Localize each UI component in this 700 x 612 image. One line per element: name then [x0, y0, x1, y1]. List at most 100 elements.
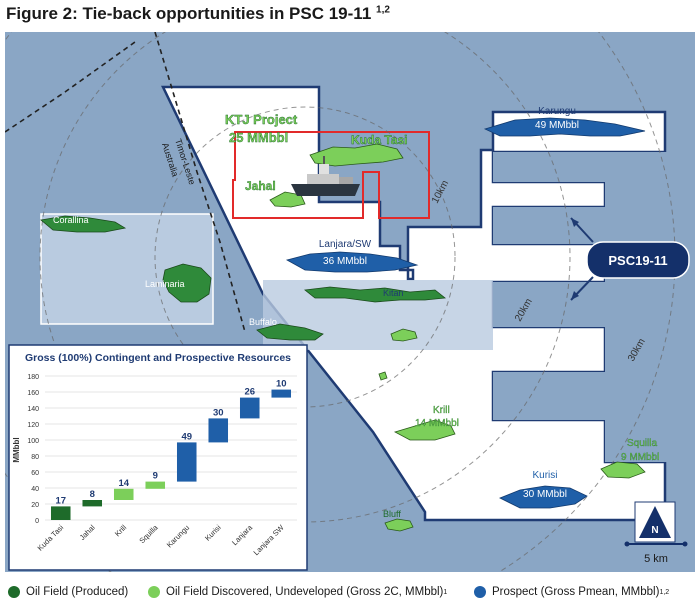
chart-value-label: 17: [55, 495, 66, 506]
label-karungu-value: 49 MMbbl: [535, 120, 579, 131]
legend-sup-oil-discovered: 1: [443, 588, 448, 596]
label-kuda-tasi: Kuda Tasi: [351, 133, 407, 147]
sea-notch-2: [605, 182, 670, 462]
chart-value-label: 30: [213, 407, 224, 418]
figure-title: Figure 2: Tie-back opportunities in PSC …: [6, 4, 390, 24]
ktj-project-outline[interactable]: [232, 131, 430, 219]
field-kitan[interactable]: [304, 286, 447, 303]
prospect-kurisi[interactable]: [499, 485, 588, 509]
legend-label-oil-produced: Oil Field (Produced): [26, 586, 129, 598]
north-arrow-icon: [639, 506, 671, 538]
label-lanjara-value: 36 MMbbl: [323, 256, 367, 267]
north-label: N: [651, 525, 658, 536]
psc-arrow-upper-head: [571, 218, 579, 227]
chart-y-tick-label: 80: [31, 454, 39, 461]
label-kurisi-name: Kurisi: [532, 470, 557, 481]
chart-bar-squilla: [145, 481, 166, 489]
field-kitan-small[interactable]: [390, 328, 418, 342]
legend-item-oil-produced: Oil Field (Produced): [8, 586, 128, 598]
chart-value-labels: 17 8 14 9 49 30 26 10: [55, 379, 286, 507]
prospect-lanjara[interactable]: [285, 251, 419, 273]
chart-y-tick-label: 20: [31, 502, 39, 509]
chart-value-label: 10: [276, 379, 287, 390]
chart-ylabel: MMbbl: [12, 437, 21, 462]
chart-bar-lanjara: [239, 397, 260, 419]
chart-bars: [50, 389, 292, 520]
chart-value-label: 49: [181, 431, 192, 442]
fpso-ship-icon: [291, 156, 360, 196]
label-corallina: Corallina: [53, 215, 89, 225]
label-bluff: Bluff: [383, 509, 401, 519]
legend-dot-oil-produced: [8, 586, 20, 598]
sea-notch-5: [493, 372, 605, 420]
chart-bar-jahal: [82, 500, 103, 507]
chart-y-tick-label: 120: [27, 422, 39, 429]
scale-bar-right-end: [682, 541, 688, 547]
sea-notch-3: [493, 207, 605, 244]
label-jahal: Jahal: [245, 179, 276, 193]
psc-label-box[interactable]: [586, 241, 690, 279]
field-buffalo[interactable]: [256, 323, 324, 341]
chart-bar-krill: [113, 488, 134, 500]
chart-bar-lanjara-sw: [271, 389, 292, 398]
label-kurisi-value: 30 MMbbl: [523, 489, 567, 500]
field-jahal[interactable]: [269, 191, 306, 208]
chart-y-ticks: 0 20 40 60 80 100 120 140 160 180: [27, 374, 39, 525]
chart-value-label: 26: [244, 387, 255, 398]
boundary-timor-australia-line: [154, 32, 246, 333]
resource-chart-panel[interactable]: Gross (100%) Contingent and Prospective …: [8, 344, 308, 571]
psc-arrow-lower-head: [571, 291, 579, 300]
label-buffalo: Buffalo: [249, 317, 277, 327]
sea-notch-4: [493, 282, 605, 327]
chart-y-tick-label: 60: [31, 470, 39, 477]
chart-title: Gross (100%) Contingent and Prospective …: [25, 352, 291, 364]
label-lanjara-name: Lanjara/SW: [319, 239, 372, 250]
chart-value-label: 8: [90, 489, 95, 500]
legend-item-prospect: Prospect (Gross Pmean, MMbbl)1,2: [474, 586, 669, 598]
chart-panel-background: [8, 344, 308, 571]
field-krill[interactable]: [393, 419, 456, 441]
chart-y-tick-label: 0: [35, 518, 39, 525]
chart-value-label: 9: [153, 471, 158, 482]
prospect-karungu[interactable]: [483, 117, 646, 137]
label-krill-name: Krill: [433, 405, 450, 416]
legend-label-oil-discovered: Oil Field Discovered, Undeveloped (Gross…: [166, 586, 444, 598]
legend-dot-oil-discovered: [148, 586, 160, 598]
label-krill-value: 14 MMbbl: [415, 418, 459, 429]
field-squilla[interactable]: [600, 461, 646, 479]
scale-label: 5 km: [644, 553, 668, 565]
chart-y-tick-label: 100: [27, 438, 39, 445]
label-squilla-name: Squilla: [627, 438, 657, 449]
chart-y-tick-label: 40: [31, 486, 39, 493]
sea-notch-1: [493, 152, 668, 182]
chart-bar-kurisi: [208, 418, 229, 443]
field-laminaria[interactable]: [162, 263, 212, 303]
map-svg[interactable]: PSC19-11 KTJ Project 25 MMbbl Kuda Tasi …: [5, 32, 695, 572]
figure-title-text: Figure 2: Tie-back opportunities in PSC …: [6, 4, 372, 23]
legend-label-prospect: Prospect (Gross Pmean, MMbbl): [492, 586, 660, 598]
scale-bar-left-end: [624, 541, 630, 547]
legend-item-oil-discovered: Oil Field Discovered, Undeveloped (Gross…: [148, 586, 447, 598]
legend-sup-prospect: 1,2: [659, 588, 670, 596]
chart-y-tick-label: 160: [27, 390, 39, 397]
label-ktj-line2: 25 MMbbl: [229, 130, 288, 145]
chart-value-label: 14: [118, 478, 129, 489]
label-laminaria: Laminaria: [145, 279, 185, 289]
psc-label: PSC19-11: [608, 253, 667, 268]
field-bluff[interactable]: [384, 518, 414, 532]
legend: Oil Field (Produced) Oil Field Discovere…: [0, 580, 700, 608]
chart-y-tick-label: 180: [27, 374, 39, 381]
boundary-dashed-line: [5, 41, 136, 133]
label-squilla-value: 9 MMbbl: [621, 452, 659, 463]
chart-bar-kuda-tasi: [50, 506, 71, 520]
label-karungu-name: Karungu: [538, 106, 576, 117]
field-small-dot[interactable]: [378, 371, 388, 381]
label-kitan: Kitan: [383, 288, 404, 298]
chart-bar-karungu: [176, 442, 197, 482]
figure-title-superscript: 1,2: [376, 4, 390, 16]
map[interactable]: PSC19-11 KTJ Project 25 MMbbl Kuda Tasi …: [5, 32, 695, 572]
field-corallina[interactable]: [40, 215, 127, 233]
label-ktj-line1: KTJ Project: [225, 112, 298, 127]
legend-dot-prospect: [474, 586, 486, 598]
chart-y-tick-label: 140: [27, 406, 39, 413]
